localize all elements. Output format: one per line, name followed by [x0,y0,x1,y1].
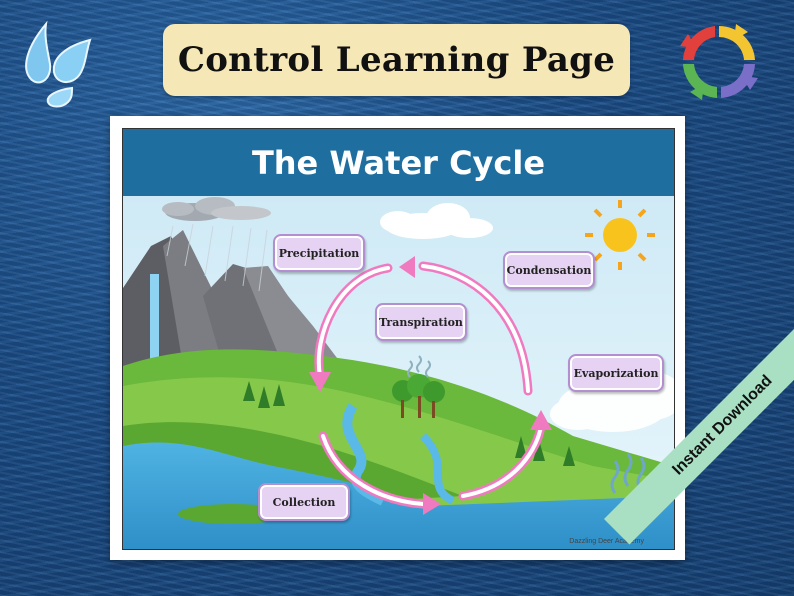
page-title-banner: Control Learning Page [163,24,630,96]
worksheet-frame: The Water Cycle [122,128,675,550]
label-condensation: Condensation [503,251,595,289]
label-collection-text: Collection [272,495,336,509]
worksheet-title: The Water Cycle [251,143,546,182]
label-precipitation: Precipitation [273,234,365,272]
cloud-icon [380,203,493,239]
tree-group-icon [243,374,575,466]
label-condensation-text: Condensation [506,263,592,277]
sun-icon [585,200,655,270]
page-title: Control Learning Page [177,40,616,80]
rain-icon [166,223,268,292]
rain-cloud-icon [162,197,271,221]
credit-text: Dazzling Deer Academy [569,538,644,545]
label-evaporization-text: Evaporization [573,366,659,380]
label-precipitation-text: Precipitation [278,246,360,260]
worksheet-header: The Water Cycle [123,129,674,196]
water-cycle-illustration [123,196,674,549]
label-transpiration-text: Transpiration [379,315,463,329]
water-drops-icon [25,20,92,108]
label-transpiration: Transpiration [375,303,467,341]
label-evaporization: Evaporization [568,354,664,392]
recycle-cycle-icon [680,24,758,100]
worksheet-card: The Water Cycle [110,116,685,560]
label-collection: Collection [258,483,350,521]
